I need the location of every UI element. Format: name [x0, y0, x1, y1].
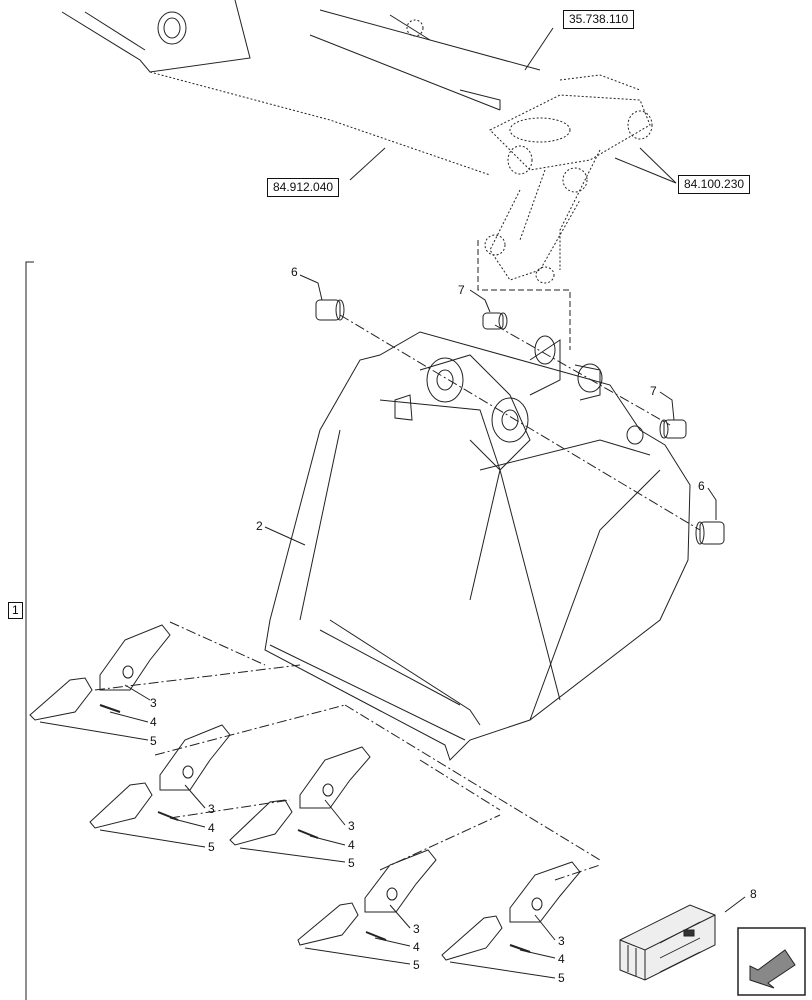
callout-7a: 7	[458, 283, 465, 297]
callout-t4-4: 4	[413, 940, 420, 954]
group-bracket	[26, 262, 34, 1000]
group-label: 1	[8, 602, 23, 620]
callout-8: 8	[750, 887, 757, 901]
linkage	[478, 75, 652, 350]
callout-t3-5: 5	[348, 856, 355, 870]
callout-t2-5: 5	[208, 840, 215, 854]
callout-t1-5: 5	[150, 734, 157, 748]
callout-t5-3: 3	[558, 934, 565, 948]
boom-arm	[62, 0, 540, 175]
tooth-set-2	[90, 725, 230, 828]
callout-t5-5: 5	[558, 971, 565, 985]
tooth-set-4	[298, 850, 436, 945]
callout-2: 2	[256, 519, 263, 533]
bushings	[316, 300, 724, 544]
callout-t4-3: 3	[413, 922, 420, 936]
callout-t2-4: 4	[208, 821, 215, 835]
bucket	[265, 332, 690, 760]
tooth-set-1	[30, 625, 170, 720]
callout-t3-4: 4	[348, 838, 355, 852]
callout-t2-3: 3	[208, 802, 215, 816]
ref-left[interactable]: 84.912.040	[267, 178, 340, 198]
tooth-set-5	[442, 862, 580, 960]
leader-lines	[40, 28, 745, 978]
ref-right[interactable]: 84.100.230	[678, 175, 751, 195]
callout-6a: 6	[291, 265, 298, 279]
callout-t1-3: 3	[150, 696, 157, 710]
callout-t4-5: 5	[413, 958, 420, 972]
ref-top[interactable]: 35.738.110	[563, 10, 635, 30]
pin-axis	[95, 315, 700, 880]
callout-t5-4: 4	[558, 952, 565, 966]
arrow-icon[interactable]	[738, 928, 805, 995]
callout-t3-3: 3	[348, 819, 355, 833]
crate-icon	[620, 905, 715, 980]
callout-t1-4: 4	[150, 715, 157, 729]
tooth-set-3	[230, 747, 370, 845]
callout-7b: 7	[650, 384, 657, 398]
callout-6b: 6	[698, 479, 705, 493]
